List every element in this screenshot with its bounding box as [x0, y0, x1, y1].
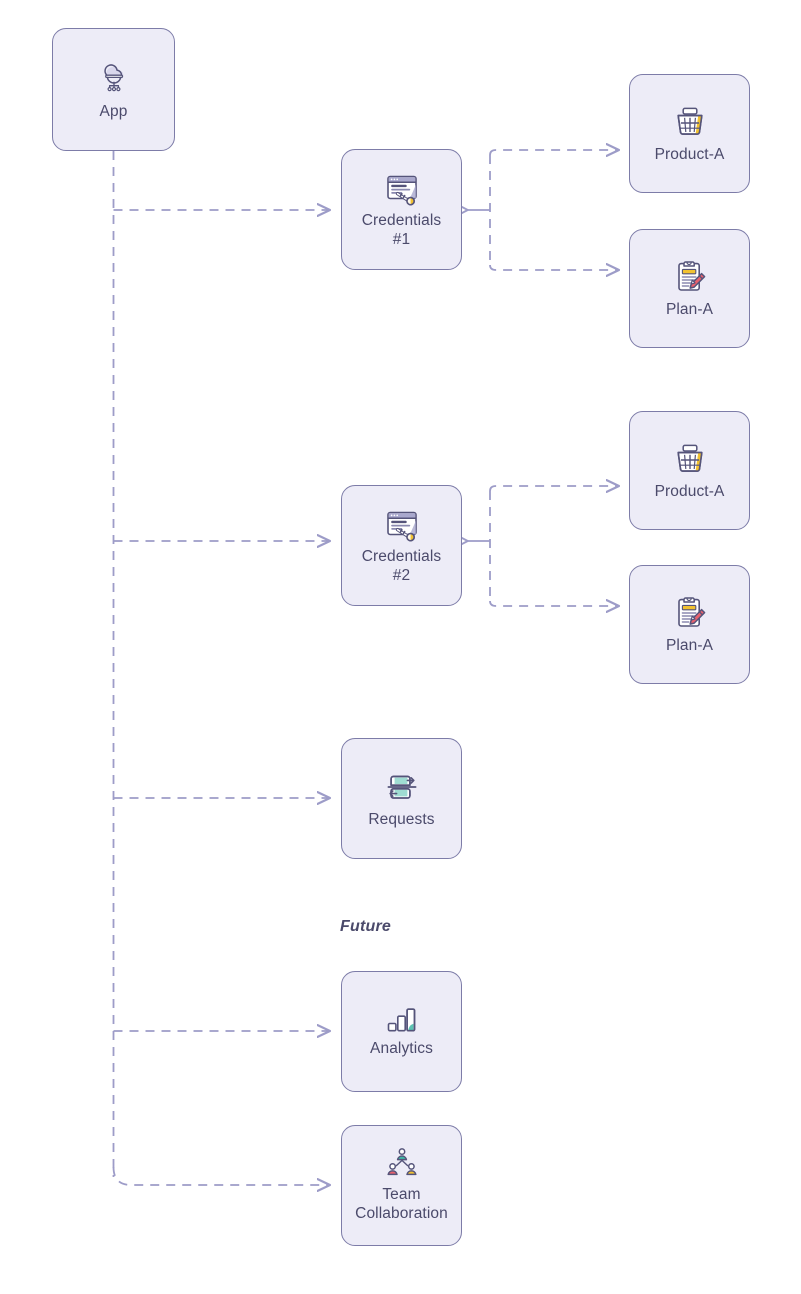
- edge-credentials-1-spine: [489, 150, 619, 155]
- node-credentials-2-label: Credentials #2: [361, 548, 442, 584]
- shopping-basket-icon: [671, 440, 709, 478]
- node-plan-a-1[interactable]: Plan-A: [629, 229, 750, 348]
- node-plan-a-2-label: Plan-A: [665, 636, 714, 654]
- node-product-a-1-label: Product-A: [654, 145, 725, 163]
- cloud-network-icon: [94, 58, 134, 98]
- node-team-collaboration[interactable]: Team Collaboration: [341, 1125, 462, 1246]
- edge-credentials-2-spine: [489, 486, 619, 491]
- team-people-icon: [383, 1147, 421, 1181]
- node-plan-a-1-label: Plan-A: [665, 300, 714, 318]
- node-requests-label: Requests: [368, 810, 435, 828]
- node-credentials-2[interactable]: Credentials #2: [341, 485, 462, 606]
- browser-key-icon: [383, 505, 421, 543]
- section-label-future: Future: [340, 918, 391, 935]
- node-product-a-2-label: Product-A: [654, 482, 725, 500]
- node-credentials-1[interactable]: Credentials #1: [341, 149, 462, 270]
- clipboard-pencil-icon: [671, 258, 709, 296]
- node-product-a-1[interactable]: Product-A: [629, 74, 750, 193]
- shopping-basket-icon: [671, 103, 709, 141]
- node-analytics-label: Analytics: [370, 1039, 433, 1057]
- edge-credentials-1-to-plan-a: [489, 265, 619, 270]
- node-requests[interactable]: Requests: [341, 738, 462, 859]
- browser-key-icon: [383, 169, 421, 207]
- exchange-sync-icon: [383, 768, 421, 806]
- node-team-collaboration-label: Team Collaboration: [355, 1186, 448, 1222]
- node-app[interactable]: App: [52, 28, 175, 151]
- node-analytics[interactable]: Analytics: [341, 971, 462, 1092]
- node-product-a-2[interactable]: Product-A: [629, 411, 750, 530]
- edge-credentials-2-to-plan-a: [489, 601, 619, 606]
- clipboard-pencil-icon: [671, 594, 709, 632]
- node-app-label: App: [99, 102, 128, 120]
- edge-app-to-team-collaboration: [112, 1166, 331, 1185]
- node-credentials-1-label: Credentials #1: [361, 212, 442, 248]
- node-plan-a-2[interactable]: Plan-A: [629, 565, 750, 684]
- bar-chart-icon: [384, 1005, 420, 1035]
